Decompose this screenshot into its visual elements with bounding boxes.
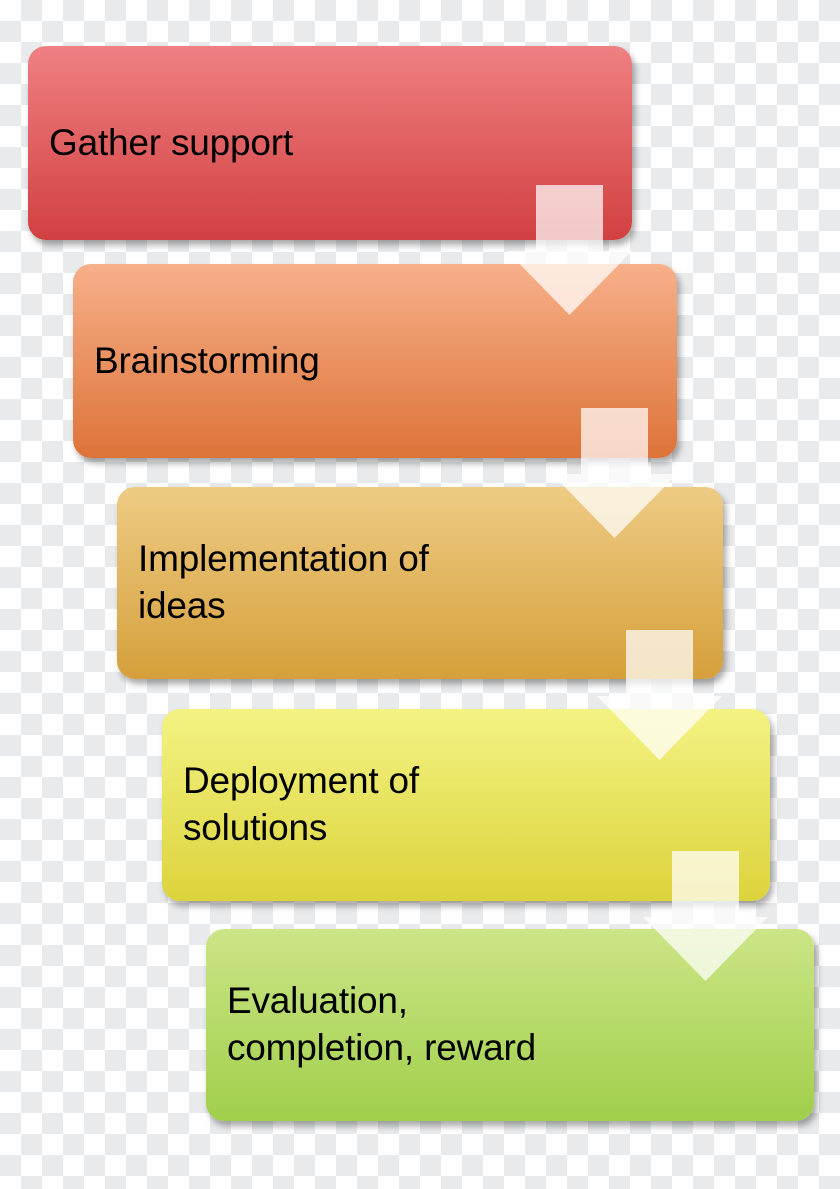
flow-step-gather-support[interactable]: Gather support [28,46,632,240]
flow-step-label: Brainstorming [94,339,320,381]
flow-step-label: Gather support [49,121,294,163]
flow-step-evaluation-completion-reward[interactable]: Evaluation, completion, reward [206,929,814,1121]
flow-step-label: Implementation of ideas [138,538,429,626]
flow-step-label: Deployment of solutions [183,760,419,848]
flow-step-deployment-of-solutions[interactable]: Deployment of solutions [162,709,770,901]
flow-step-brainstorming[interactable]: Brainstorming [73,264,677,458]
flow-step-label: Evaluation, completion, reward [227,980,536,1068]
flow-step-implementation-of-ideas[interactable]: Implementation of ideas [117,487,723,679]
